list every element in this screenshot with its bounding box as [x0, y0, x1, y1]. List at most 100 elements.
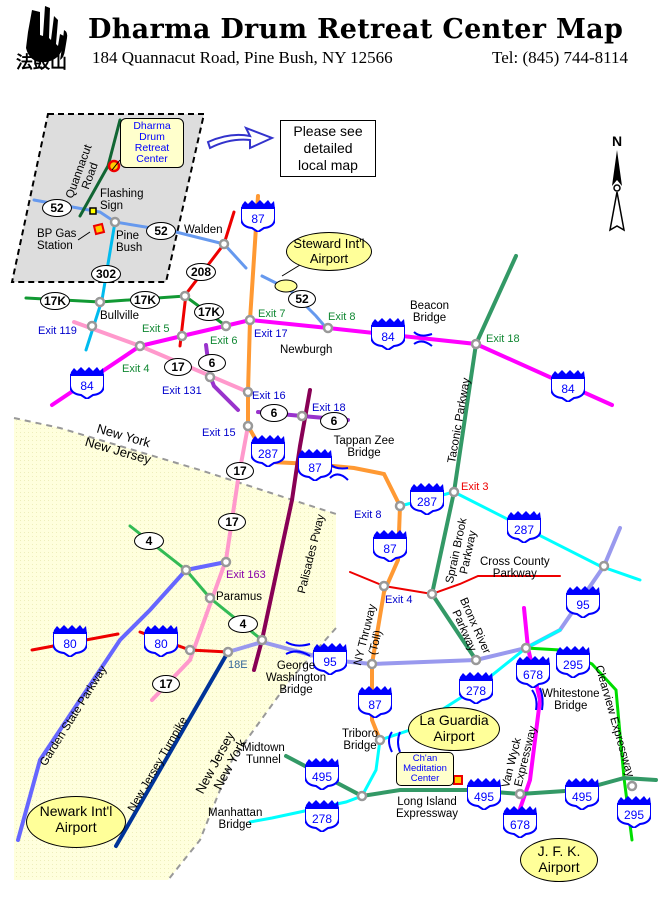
route-17-marker: 17: [226, 462, 254, 480]
callout-line: Retreat: [134, 142, 170, 154]
route-17k-marker: 17K: [40, 292, 70, 310]
route-52-marker: 52: [146, 222, 176, 240]
page-title: Dharma Drum Retreat Center Map: [88, 14, 624, 45]
interstate-278-shield: 278: [305, 800, 339, 832]
jfk-airport-label[interactable]: J. F. K.Airport: [520, 838, 598, 882]
route-52-marker: 52: [42, 199, 72, 217]
interstate-95-shield: 95: [313, 643, 347, 675]
interstate-80-shield: 80: [53, 625, 87, 657]
interstate-287-shield: 287: [410, 483, 444, 515]
gas-station-icon: [92, 222, 106, 236]
exit-label: Exit 18: [486, 333, 520, 345]
route-17-marker: 17: [218, 513, 246, 531]
exit-label: Exit 131: [162, 385, 202, 397]
route-4-marker: 4: [134, 532, 164, 550]
interstate-295-shield: 295: [556, 646, 590, 678]
steward-airstrip-icon: [274, 279, 298, 293]
route-17k-marker: 17K: [194, 303, 224, 321]
interstate-278-shield: 278: [459, 672, 493, 704]
exit-label: Exit 7: [258, 308, 286, 320]
chan-center-marker-icon: [453, 775, 463, 785]
interstate-287-shield: 287: [251, 435, 285, 467]
interstate-287-shield: 287: [507, 511, 541, 543]
beacon-bridge-icon: [413, 331, 433, 347]
exit-label: Exit 3: [461, 481, 489, 493]
town-paramus: Paramus: [216, 591, 263, 603]
retreat-center-callout[interactable]: Dharma Drum Retreat Center: [120, 118, 184, 168]
interstate-87-shield: 87: [373, 530, 407, 562]
town-walden: Walden: [184, 224, 223, 236]
route-4-marker: 4: [228, 615, 258, 633]
exit-label: Exit 119: [38, 325, 77, 337]
town-bullville: Bullville: [100, 310, 139, 322]
interstate-84-shield: 84: [551, 370, 585, 402]
interstate-87-shield: 87: [298, 449, 332, 481]
map-header: 法鼓山 Dharma Drum Retreat Center Map 184 Q…: [0, 0, 660, 80]
interstate-495-shield: 495: [565, 778, 599, 810]
town-newburgh: Newburgh: [280, 344, 333, 356]
taconic-parkway-label: Taconic Parkway: [446, 377, 473, 465]
nj-turnpike-label: New Jersey Turnpike: [126, 715, 191, 814]
exit-label: Exit 15: [202, 427, 236, 439]
gwb-bridge-icon: [285, 641, 311, 657]
exit-label: Exit 8: [328, 311, 356, 323]
flashing-sign-icon: [89, 207, 97, 215]
interchanges: [86, 216, 638, 802]
interstate-678-shield: 678: [516, 656, 550, 688]
palisades-parkway-label: Palisades Pway: [296, 513, 328, 595]
logo-chinese-text: 法鼓山: [16, 53, 67, 72]
interstate-87-shield: 87: [358, 686, 392, 718]
see-local-map-arrow-icon: [206, 126, 275, 150]
interstate-87-shield: 87: [241, 200, 275, 232]
exit-label: Exit 4: [122, 363, 150, 375]
callout-line: Drum: [139, 131, 165, 143]
retreat-center-marker-icon: [107, 159, 121, 173]
route-6-marker: 6: [320, 412, 348, 430]
clearview-expressway-label: Clearview Expressway: [592, 664, 636, 779]
route-52-marker: 52: [288, 290, 316, 308]
interstate-84-shield: 84: [70, 367, 104, 399]
route-17-marker: 17: [164, 358, 192, 376]
route-302-marker: 302: [91, 265, 121, 283]
ny-thruway-label: NY Thruway(Toll): [352, 603, 385, 667]
callout-line: Dharma: [133, 120, 171, 132]
north-arrow-icon: N: [608, 133, 626, 232]
route-6-marker: 6: [198, 354, 226, 372]
whitestone-bridge-icon: [531, 687, 544, 711]
interstate-495-shield: 495: [305, 758, 339, 790]
hand-logo-icon: [26, 6, 68, 63]
exit-label: Exit 5: [142, 323, 170, 335]
interstate-495-shield: 495: [467, 778, 501, 810]
garden-state-parkway-label: Garden State Parkway: [38, 663, 110, 769]
exit-label: Exit 6: [210, 335, 238, 347]
interstate-95-shield: 95: [566, 586, 600, 618]
route-17-marker: 17: [152, 675, 180, 693]
interstate-80-shield: 80: [144, 625, 178, 657]
phone-text: Tel: (845) 744-8114: [492, 48, 629, 67]
exit-label: Exit 16: [252, 390, 286, 402]
interstate-84-shield: 84: [371, 318, 405, 350]
exit-label: Exit 18: [312, 402, 346, 414]
svg-text:N: N: [612, 133, 622, 149]
address-text: 184 Quannacut Road, Pine Bush, NY 12566: [92, 48, 393, 67]
